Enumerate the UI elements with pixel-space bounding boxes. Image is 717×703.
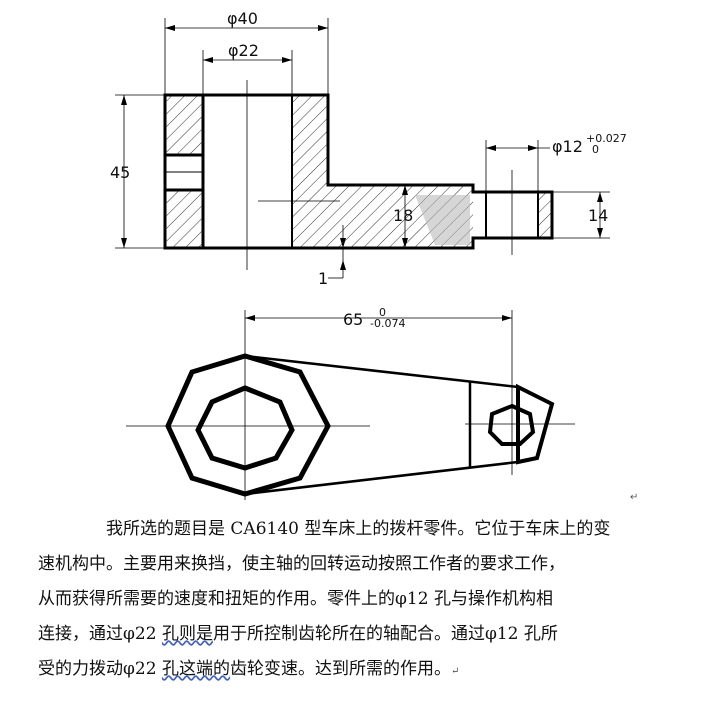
dimension-arm-thickness: 18 [393,185,413,248]
label-outer-diameter: φ40 [227,9,258,28]
label-inner-diameter: φ22 [228,41,259,60]
label-small-hole-tol-upper: +0.027 [586,132,627,145]
paragraph-line: 我所选的题目是 CA6140 型车床上的拨杆零件。它位于车床上的变 [106,519,611,539]
paragraph-line: 速机构中。主要用来换挡，使主轴的回转运动按照工作者的要求工作， [38,554,565,574]
paragraph-segment: 齿轮变速。达到所需的作用。 [229,659,451,679]
label-height: 45 [110,163,130,182]
plan-view [126,310,575,500]
paragraph-segment: 用于所控制齿轮所在的轴配合。通过φ12 孔所 [212,624,558,644]
dimension-small-hole: φ12 +0.027 0 [485,132,627,192]
label-small-hole: φ12 [552,137,583,156]
underlined-text: 孔则是 [161,624,213,644]
dimension-inner-diameter: φ22 [202,41,293,95]
label-step: 1 [318,269,328,288]
label-end-height: 14 [588,206,608,225]
underlined-text: 孔这端的 [161,659,230,679]
label-small-hole-tol-lower: 0 [592,143,599,156]
dimension-height: 45 [110,94,165,249]
dimension-end-height: 14 [552,191,610,239]
label-center-tol-upper: 0 [379,306,386,319]
dimension-center-distance: 65 0 -0.074 [245,306,512,330]
dimension-outer-diameter: φ40 [164,9,329,95]
paragraph-line: 受的力拨动φ22 孔这端的齿轮变速。达到所需的作用。↵ [38,652,672,689]
technical-drawing: φ40 φ22 45 18 14 1 [110,9,627,500]
paragraph-segment: 连接，通过φ22 [38,624,162,644]
return-mark: ↵ [630,492,639,503]
label-center-distance: 65 [343,310,363,329]
label-arm-thickness: 18 [393,206,413,225]
description-paragraph: 我所选的题目是 CA6140 型车床上的拨杆零件。它位于车床上的变 速机构中。主… [38,512,672,689]
section-view [163,80,554,270]
paragraph-line: 从而获得所需要的速度和扭矩的作用。零件上的φ12 孔与操作机构相 [38,589,553,609]
paragraph-line: 连接，通过φ22 孔则是用于所控制齿轮所在的轴配合。通过φ12 孔所 [38,617,672,652]
return-mark-end: ↵ [450,666,460,677]
paragraph-segment: 受的力拨动φ22 [38,659,162,679]
label-center-tol-lower: -0.074 [370,317,405,330]
dimension-step: 1 [318,225,346,288]
